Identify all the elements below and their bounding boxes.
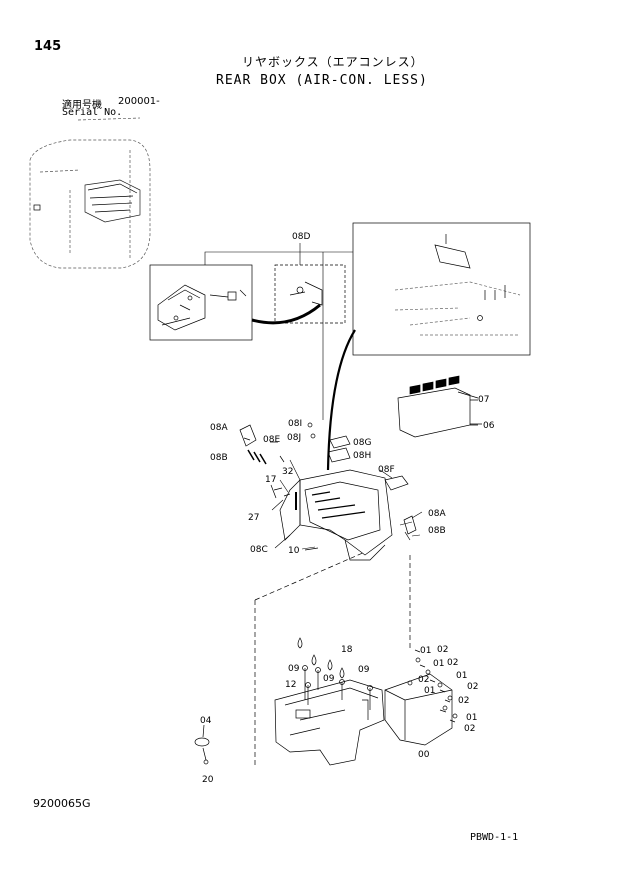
callout-27: 27 <box>248 513 259 523</box>
callout-08G: 08G <box>353 438 371 448</box>
callout-02-b: 02 <box>447 658 458 668</box>
serial-label-japanese: 適用号機 <box>62 100 102 111</box>
callout-09-c: 09 <box>358 665 370 675</box>
machine-overview-sketch <box>29 117 151 269</box>
bracket-hinge-left <box>157 284 206 331</box>
callout-02-f: 02 <box>464 724 475 734</box>
part-08G-08H <box>327 435 351 463</box>
serial-label-english: Serial No. <box>62 107 123 118</box>
callout-08H: 08H <box>353 451 371 461</box>
callout-12: 12 <box>285 680 296 690</box>
callout-01-d: 01 <box>424 686 435 696</box>
callout-07: 07 <box>478 395 489 405</box>
callout-00: 00 <box>418 750 430 760</box>
callout-08C: 08C <box>250 545 268 555</box>
callout-06: 06 <box>483 421 495 431</box>
callout-09-b: 09 <box>323 674 335 684</box>
callout-08A-right: 08A <box>428 509 446 519</box>
part-08F <box>384 475 409 491</box>
callout-labels: 08D 07 06 08A 08E 08I 08J 08G 08H 08B 17… <box>200 232 495 785</box>
callout-10: 10 <box>288 546 300 556</box>
callout-08B-right: 08B <box>428 526 446 536</box>
title-english: REAR BOX (AIR-CON. LESS) <box>216 73 428 88</box>
detail-box-center <box>274 264 346 324</box>
callout-08I: 08I <box>288 419 302 429</box>
serial-range: 200001- <box>118 96 160 107</box>
washers <box>297 637 345 679</box>
callout-08F: 08F <box>378 465 395 475</box>
drawing-number: 9200065G <box>33 797 91 810</box>
detail-box-right <box>352 222 531 356</box>
callout-20: 20 <box>202 775 214 785</box>
callout-08A-top: 08A <box>210 423 228 433</box>
part-04-grommet <box>194 737 210 747</box>
callout-08E: 08E <box>263 435 280 445</box>
callout-01-a: 01 <box>420 646 431 656</box>
callout-08D: 08D <box>292 232 310 242</box>
detail-box-left <box>149 264 253 341</box>
callout-32: 32 <box>282 467 293 477</box>
callout-02-a: 02 <box>437 645 448 655</box>
rear-box-overview <box>33 179 141 223</box>
callout-01-c: 01 <box>456 671 467 681</box>
callout-08B-top: 08B <box>210 453 228 463</box>
rear-box-assembly <box>279 469 393 561</box>
callout-17: 17 <box>265 475 276 485</box>
page-number: 145 <box>34 39 62 54</box>
callout-02-c: 02 <box>418 675 429 685</box>
lower-frame-assembly <box>274 679 385 766</box>
document-code: PBWD-1-1 <box>470 832 519 843</box>
part-08A-bracket <box>239 424 257 447</box>
callout-18: 18 <box>341 645 353 655</box>
callout-01-e: 01 <box>466 713 477 723</box>
callout-08J: 08J <box>287 433 301 443</box>
title-japanese: リヤボックス（エアコンレス） <box>242 55 424 69</box>
callout-02-e: 02 <box>458 696 469 706</box>
callout-01-b: 01 <box>433 659 444 669</box>
part-06-07 <box>397 375 478 438</box>
callout-04: 04 <box>200 716 212 726</box>
callout-02-d: 02 <box>467 682 478 692</box>
callout-09-a: 09 <box>288 664 300 674</box>
